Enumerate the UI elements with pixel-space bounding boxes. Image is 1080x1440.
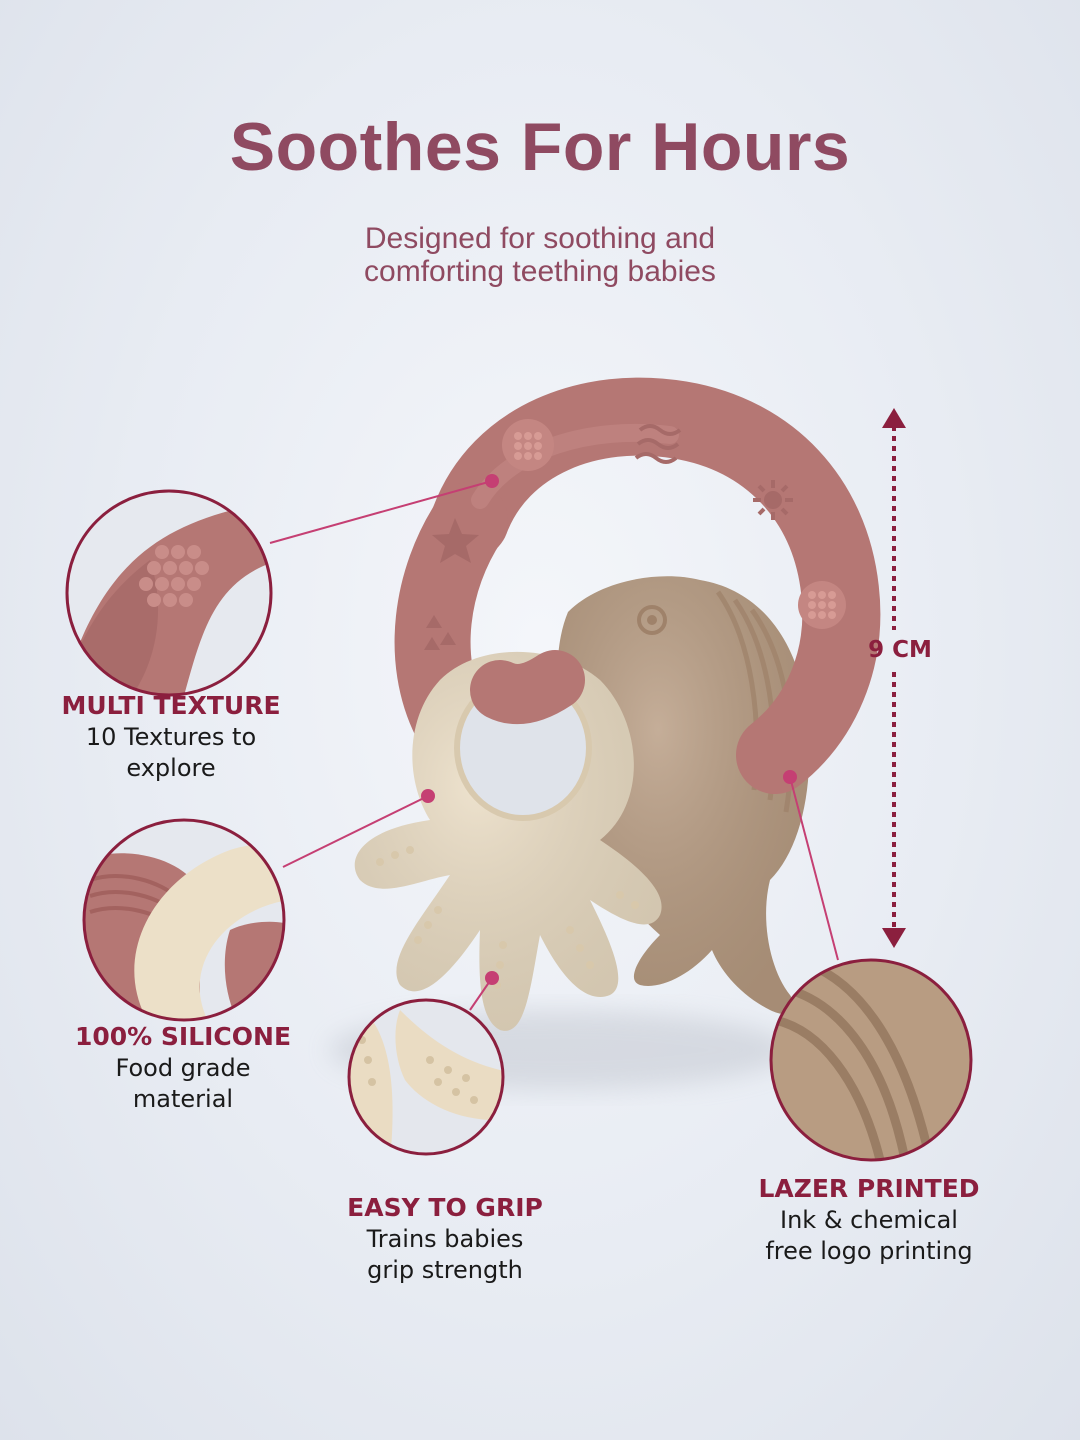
feature-description-line: explore xyxy=(126,754,216,782)
feature-description-line: Trains babies xyxy=(366,1225,524,1253)
feature-description-line: Food grade xyxy=(115,1054,251,1082)
feature-description-line: grip strength xyxy=(367,1256,523,1284)
feature-description: Trains babies grip strength xyxy=(314,1224,576,1286)
dimension-label: 9 CM xyxy=(868,637,932,663)
arrow-up-icon xyxy=(882,408,906,428)
subtitle-line-2: comforting teething babies xyxy=(364,255,716,288)
octopus-teether xyxy=(354,650,662,1031)
subtitle-line-1: Designed for soothing and xyxy=(364,222,716,255)
sun-texture-icon xyxy=(753,480,793,520)
feature-silicone: 100% SILICONE Food grade material xyxy=(52,1021,314,1115)
feature-description-line: material xyxy=(132,1085,234,1113)
triangle-texture-icon xyxy=(424,615,456,650)
arrow-down-icon xyxy=(882,928,906,948)
feature-description-line: free logo printing xyxy=(765,1237,973,1265)
feature-title: LAZER PRINTED xyxy=(758,1174,980,1203)
star-texture-icon xyxy=(432,518,479,563)
page-title: Soothes For Hours xyxy=(229,109,851,185)
page-subtitle: Designed for soothing and comforting tee… xyxy=(0,222,1080,288)
feature-title: 100% SILICONE xyxy=(74,1022,292,1051)
zoom-circle-multi-texture xyxy=(65,489,273,697)
callout-dots xyxy=(421,474,797,985)
zoom-circle-lazer-printed xyxy=(769,958,973,1162)
feature-multi-texture: MULTI TEXTURE 10 Textures to explore xyxy=(40,690,302,784)
dimension-arrow xyxy=(882,408,906,948)
wave-texture-icon xyxy=(634,424,682,464)
zoom-circle-grip xyxy=(347,998,505,1156)
feature-lazer-printed: LAZER PRINTED Ink & chemical free logo p… xyxy=(732,1173,1006,1267)
feature-easy-to-grip: EASY TO GRIP Trains babies grip strength xyxy=(314,1192,576,1286)
feature-description-line: 10 Textures to xyxy=(85,723,257,751)
feature-description: Food grade material xyxy=(52,1053,314,1115)
feature-title: EASY TO GRIP xyxy=(347,1193,543,1222)
feature-title: MULTI TEXTURE xyxy=(61,691,281,720)
feature-description: 10 Textures to explore xyxy=(40,722,302,784)
feature-description: Ink & chemical free logo printing xyxy=(732,1205,1006,1267)
feature-description-line: Ink & chemical xyxy=(780,1206,958,1234)
zoom-circle-silicone xyxy=(82,818,286,1022)
fish-teether xyxy=(557,576,810,1015)
